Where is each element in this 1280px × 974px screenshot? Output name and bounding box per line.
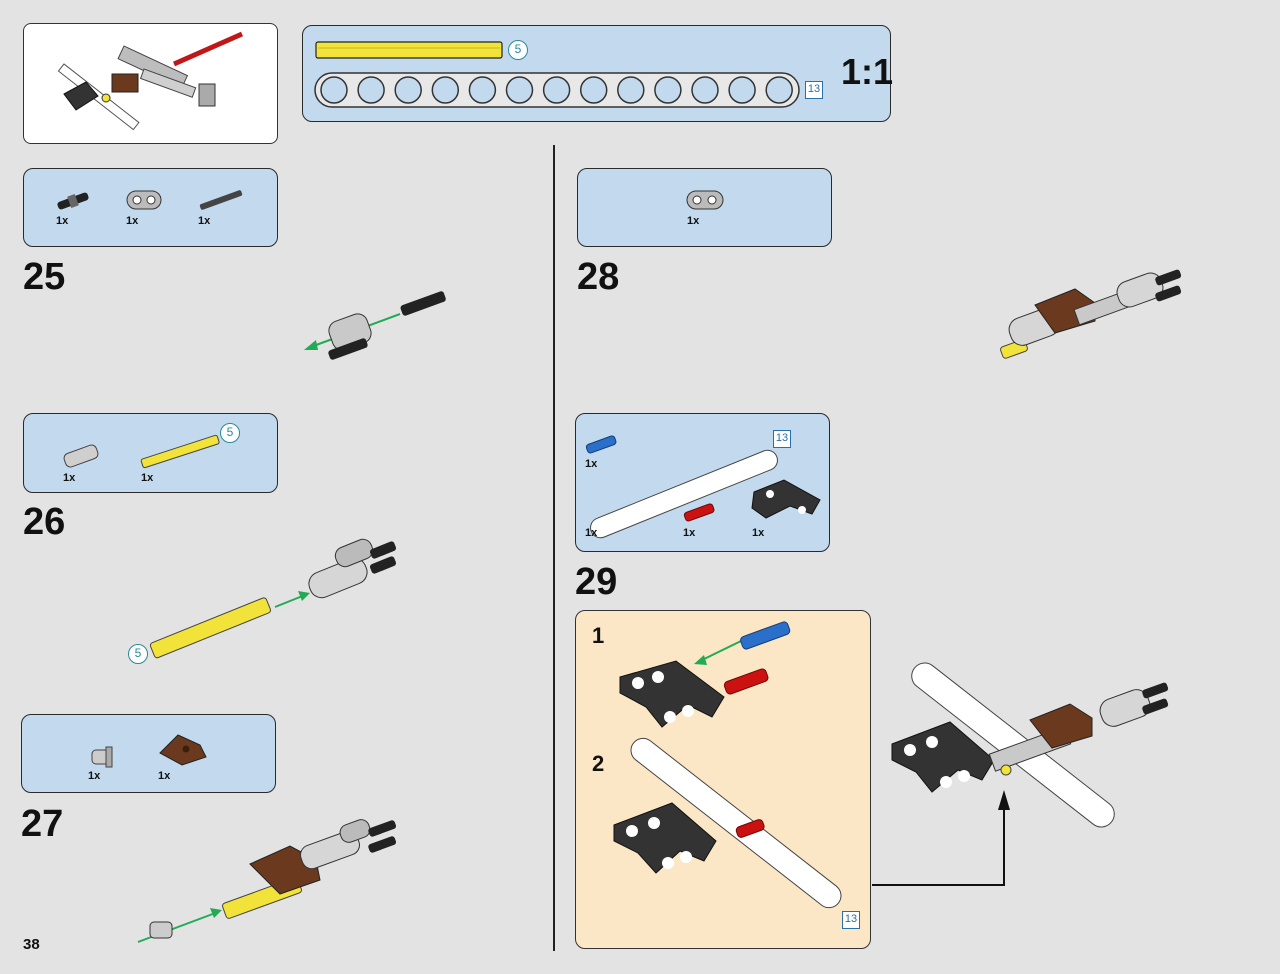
step-27-assembly-drawing	[137, 819, 397, 943]
step-number: 26	[23, 501, 66, 543]
beam-hole	[394, 76, 422, 104]
beam-length-badge: 13	[773, 430, 791, 448]
step-29-parts-panel: 13 1x 1x 1x 1x	[575, 413, 830, 552]
yellow-axle-icon	[140, 434, 220, 469]
step-26-assembly-drawing	[149, 538, 397, 659]
black-connector-pin-icon	[57, 192, 89, 210]
beam-holes	[320, 76, 793, 104]
beam-hole	[357, 76, 385, 104]
beam-hole	[765, 76, 793, 104]
part-qty: 1x	[88, 770, 101, 782]
step-number: 25	[23, 256, 66, 298]
overview-model-icon	[57, 31, 244, 131]
beam-hole	[542, 76, 571, 104]
step-28-parts-panel: 1x	[577, 168, 832, 247]
yellow-axle-scale-icon	[315, 41, 503, 59]
substep-drawing	[613, 621, 842, 909]
part-qty: 1x	[63, 472, 76, 484]
step-number: 29	[575, 561, 618, 603]
white-beam-icon	[590, 449, 778, 539]
beam-hole	[505, 76, 534, 104]
substep-number: 2	[592, 751, 605, 776]
step-25-parts-panel: 1x 1x 1x	[23, 168, 278, 247]
step-29-parts-drawing	[585, 435, 821, 539]
brown-connector-icon	[159, 734, 207, 766]
step-26-parts-panel: 5 1x 1x	[23, 413, 278, 493]
beam-hole	[691, 76, 719, 104]
blue-axle-pin-icon	[585, 435, 617, 454]
beam-length-badge: 13	[805, 81, 823, 99]
beam-hole	[320, 76, 348, 104]
black-bent-liftarm-icon	[751, 479, 821, 519]
step-27-parts-panel: 1x 1x	[21, 714, 276, 793]
step-number: 27	[21, 803, 64, 845]
part-qty: 1x	[683, 527, 696, 539]
part-qty: 1x	[141, 472, 154, 484]
substep-number: 1	[592, 623, 605, 648]
beam-hole	[617, 76, 645, 104]
page-number: 38	[23, 936, 40, 953]
step-29-substep-panel: 1 2 13	[575, 610, 871, 949]
gray-connector-block-icon	[126, 190, 162, 210]
dark-axle-pin-icon	[199, 190, 243, 210]
axle-length-badge: 5	[220, 423, 240, 443]
gray-bush-icon	[91, 746, 113, 768]
step-number: 28	[577, 256, 620, 298]
part-qty: 1x	[687, 215, 700, 227]
step-28-parts-drawing	[686, 190, 724, 210]
beam-hole	[468, 76, 497, 104]
beam-length-callout: 13	[842, 911, 860, 929]
step-28-assembly-drawing	[1000, 269, 1182, 359]
beam-hole	[654, 76, 682, 104]
part-qty: 1x	[752, 527, 765, 539]
gray-connector-block-icon	[686, 190, 724, 210]
column-divider	[553, 145, 555, 951]
beam-hole	[579, 76, 608, 104]
part-qty: 1x	[126, 215, 139, 227]
part-qty: 1x	[585, 527, 598, 539]
beam-hole	[728, 76, 756, 104]
step-29-assembly-drawing	[872, 662, 1169, 886]
overview-image-box	[23, 23, 278, 144]
scale-reference-panel: 5 13 1:1	[302, 25, 894, 122]
part-qty: 1x	[198, 215, 211, 227]
part-qty: 1x	[56, 215, 69, 227]
step-25-assembly-drawing	[304, 291, 446, 360]
part-qty: 1x	[585, 458, 598, 470]
step-25-parts-drawing	[57, 190, 243, 210]
axle-length-callout: 5	[128, 644, 148, 664]
red-axle-pin-icon	[683, 503, 715, 522]
beam-hole	[431, 76, 460, 104]
axle-length-badge: 5	[508, 40, 528, 60]
gray-bushing-icon	[63, 444, 99, 468]
step-27-parts-drawing	[91, 734, 207, 768]
part-qty: 1x	[158, 770, 171, 782]
step-26-parts-drawing	[63, 434, 220, 469]
scale-label: 1:1	[841, 51, 894, 92]
